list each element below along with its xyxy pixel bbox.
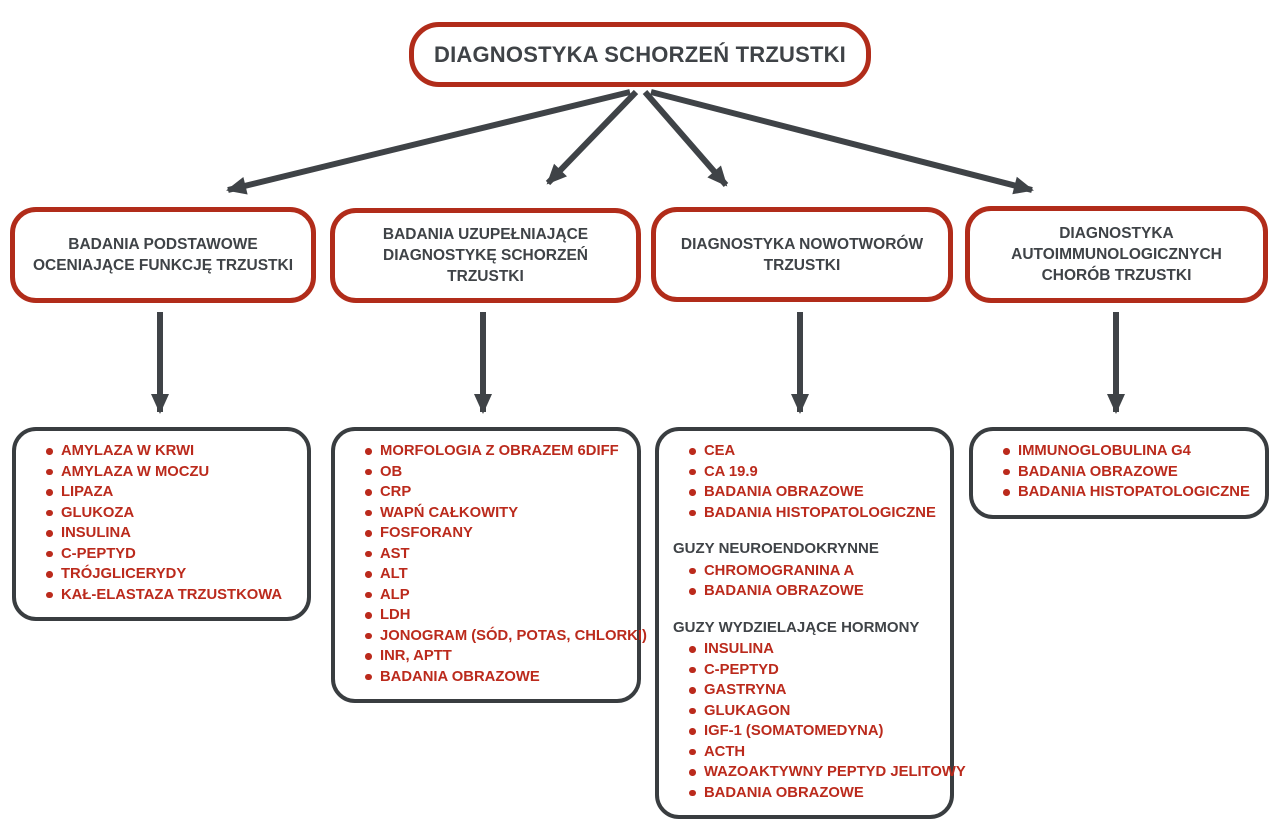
list-item: ALT xyxy=(363,564,625,585)
arrow-root-to-branch-0 xyxy=(226,89,631,195)
list-item: INSULINA xyxy=(687,639,938,660)
list-item: BADANIA HISTOPATOLOGICZNE xyxy=(687,503,938,524)
branch-node-badania-podstawowe: BADANIA PODSTAWOWE OCENIAJĄCE FUNKCJĘ TR… xyxy=(10,207,316,303)
list-item: BADANIA OBRAZOWE xyxy=(363,667,625,688)
branch-node-label: BADANIA UZUPEŁNIAJĄCE DIAGNOSTYKĘ SCHORZ… xyxy=(382,226,589,285)
list-item: KAŁ-ELASTAZA TRZUSTKOWA xyxy=(44,585,295,606)
list-item: BADANIA HISTOPATOLOGICZNE xyxy=(1001,482,1253,503)
list-item: C-PEPTYD xyxy=(687,660,938,681)
arrow-root-to-branch-3 xyxy=(650,89,1034,195)
list-item: LIPAZA xyxy=(44,482,295,503)
branch-node-diagnostyka-nowotworow: DIAGNOSTYKA NOWOTWORÓW TRZUSTKI xyxy=(651,207,953,302)
branch-node-label: DIAGNOSTYKA NOWOTWORÓW TRZUSTKI xyxy=(680,235,924,274)
list-item: CA 19.9 xyxy=(687,462,938,483)
list-item: BADANIA OBRAZOWE xyxy=(687,783,938,804)
list-item: BADANIA OBRAZOWE xyxy=(1001,462,1253,483)
list-item: AMYLAZA W MOCZU xyxy=(44,462,295,483)
list-item: BADANIA OBRAZOWE xyxy=(687,482,938,503)
list-item: GASTRYNA xyxy=(687,680,938,701)
list-item: TRÓJGLICERYDY xyxy=(44,564,295,585)
list-item: AST xyxy=(363,544,625,565)
list-item: CRP xyxy=(363,482,625,503)
list-item: WAPŃ CAŁKOWITY xyxy=(363,503,625,524)
list-item: OB xyxy=(363,462,625,483)
section-heading: GUZY NEUROENDOKRYNNE xyxy=(673,540,879,557)
list-item: IGF-1 (SOMATOMEDYNA) xyxy=(687,721,938,742)
list-item: GLUKAGON xyxy=(687,701,938,722)
branch-node-label: BADANIA PODSTAWOWE OCENIAJĄCE FUNKCJĘ TR… xyxy=(32,236,294,274)
section-heading: GUZY WYDZIELAJĄCE HORMONY xyxy=(673,618,920,636)
arrow-root-to-branch-2 xyxy=(642,90,729,187)
list-item: C-PEPTYD xyxy=(44,544,295,565)
root-node: DIAGNOSTYKA SCHORZEŃ TRZUSTKI xyxy=(409,22,871,87)
list-item: ACTH xyxy=(687,742,938,763)
branch-node-diagnostyka-autoimmunologiczna: DIAGNOSTYKA AUTOIMMUNOLOGICZNYCH CHORÓB … xyxy=(965,206,1268,303)
list-item: BADANIA OBRAZOWE xyxy=(687,581,938,602)
list-item: ALP xyxy=(363,585,625,606)
branch-node-label: DIAGNOSTYKA AUTOIMMUNOLOGICZNYCH CHORÓB … xyxy=(1011,225,1222,284)
list-item: AMYLAZA W KRWI xyxy=(44,441,295,462)
list-item: FOSFORANY xyxy=(363,523,625,544)
list-item: MORFOLOGIA Z OBRAZEM 6DIFF xyxy=(363,441,625,462)
root-node-label: DIAGNOSTYKA SCHORZEŃ TRZUSTKI xyxy=(434,41,846,67)
list-item: GLUKOZA xyxy=(44,503,295,524)
list-item: INSULINA xyxy=(44,523,295,544)
arrow-root-to-branch-1 xyxy=(545,89,639,186)
list-item: WAZOAKTYWNY PEPTYD JELITOWY xyxy=(687,762,966,783)
list-item: LDH xyxy=(363,605,625,626)
list-item: CEA xyxy=(687,441,938,462)
list-item: IMMUNOGLOBULINA G4 xyxy=(1001,441,1253,462)
list-item: INR, APTT xyxy=(363,646,625,667)
list-item: CHROMOGRANINA A xyxy=(687,561,938,582)
list-item: JONOGRAM (SÓD, POTAS, CHLORKI) xyxy=(363,626,647,647)
branch-node-badania-uzupelniajace: BADANIA UZUPEŁNIAJĄCE DIAGNOSTYKĘ SCHORZ… xyxy=(330,208,641,303)
